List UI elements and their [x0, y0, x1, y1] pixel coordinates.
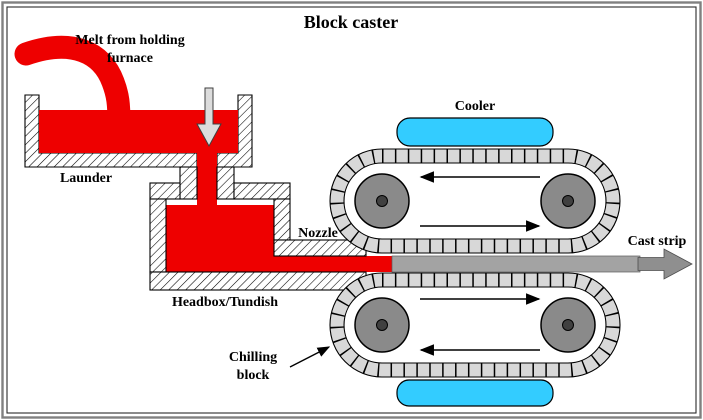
headbox-label: Headbox/Tundish: [172, 295, 278, 310]
top-belt: [329, 148, 621, 254]
melt-source-label-line2: furnace: [107, 51, 153, 66]
cooler-label: Cooler: [455, 99, 495, 114]
nozzle-melt-channel: [274, 256, 366, 272]
falling-melt-column: [197, 145, 217, 215]
pour-down-arrow: [196, 87, 222, 148]
strip-hot-zone: [366, 256, 394, 272]
belt-wheels: [354, 173, 596, 353]
chilling-block-label-line2: block: [237, 368, 270, 383]
funnel-right-wall: [216, 166, 235, 200]
top-cooler: [396, 117, 554, 147]
top-right-wheel-hub: [562, 195, 574, 207]
rotation-arrows: [419, 171, 541, 356]
headbox-bottom-wall: [149, 271, 367, 291]
bottom-cooler: [396, 379, 554, 407]
headbox-left-wall: [149, 198, 167, 273]
top-left-wheel-hub: [376, 195, 388, 207]
melt-source-label-line1: Melt from holding: [75, 33, 184, 48]
bottom-belt-block-separators: [330, 273, 620, 377]
coolers: [396, 117, 554, 407]
nozzle-label: Nozzle: [298, 226, 338, 241]
headbox-top-left-wall: [149, 182, 181, 200]
funnel-left-wall: [179, 166, 198, 200]
bottom-left-wheel-hub: [376, 319, 388, 331]
cast-strip-arrow: [637, 248, 693, 280]
chilling-block-pointer-icon: [289, 346, 331, 368]
launder-label: Launder: [60, 171, 112, 186]
headbox-body: [149, 166, 367, 291]
chilling-block-label-line1: Chilling: [229, 350, 277, 365]
cast-strip-bar: [391, 255, 641, 273]
top-belt-block-separators: [330, 149, 620, 253]
cast-strip-label: Cast strip: [628, 234, 687, 249]
headbox-top-right-wall: [233, 182, 291, 200]
headbox-melt: [166, 205, 274, 272]
headbox-right-wall: [273, 198, 291, 241]
inner-frame: [6, 6, 697, 414]
melt-stream: [14, 35, 131, 136]
bottom-right-wheel-hub: [562, 319, 574, 331]
bottom-belt: [329, 272, 621, 378]
diagram-title: Block caster: [304, 12, 398, 32]
